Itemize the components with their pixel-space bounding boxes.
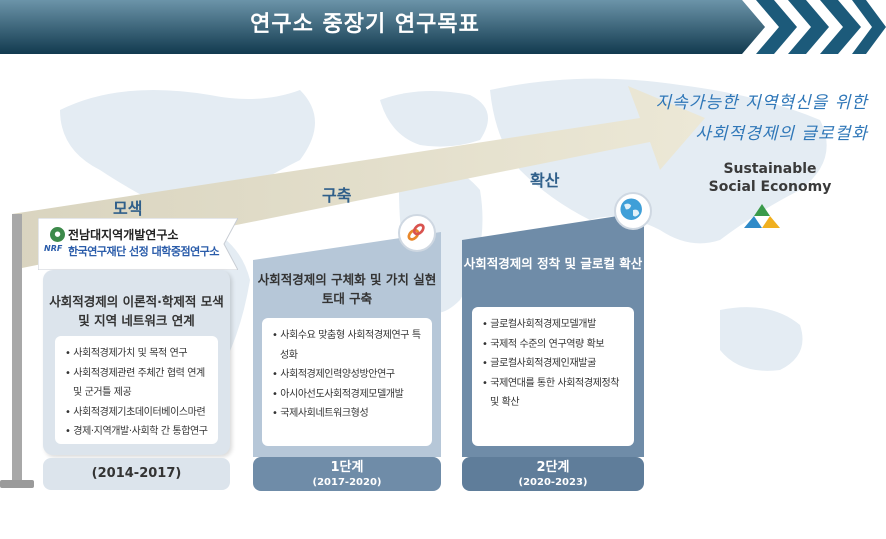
stage-label-explore: 모색	[113, 199, 143, 218]
period-box-explore: (2014-2017)	[43, 458, 230, 490]
header-banner	[0, 0, 886, 54]
list-item: 사회적경제관련 주체간 협력 연계 및 군거틀 제공	[63, 364, 212, 403]
institute-name: 전남대지역개발연구소	[68, 228, 179, 242]
list-item: 경제·지역개발·사회학 간 통합연구	[63, 422, 212, 442]
stage-items-build: 사회수요 맞춤형 사회적경제연구 특성화 사회적경제인력양성방안연구 아시아선도…	[262, 318, 432, 446]
period-box-spread: 2단계 (2020-2023)	[462, 457, 644, 491]
period-box-build: 1단계 (2017-2020)	[253, 457, 441, 491]
stage-title-spread: 사회적경제의 정착 및 글로컬 확산	[463, 256, 643, 271]
list-item: 아시아선도사회적경제모델개발	[270, 385, 426, 405]
period-label: (2014-2017)	[91, 466, 182, 481]
period-years: (2020-2023)	[518, 477, 588, 488]
stage-card-explore: 사회적경제의 이론적·학제적 모색 및 지역 네트워크 연계 사회적경제가치 및…	[43, 270, 230, 455]
list-item: 사회적경제인력양성방안연구	[270, 365, 426, 385]
globe-icon	[614, 192, 652, 230]
stage-title-build: 사회적경제의 구체화 및 가치 실현 토대 구축	[257, 272, 437, 306]
period-label: 1단계	[330, 460, 364, 475]
stage-label-build: 구축	[322, 186, 352, 205]
chain-link-icon	[398, 214, 436, 252]
sse-line-1: Sustainable	[723, 161, 817, 177]
list-item: 사회적경제기초데이터베이스마련	[63, 403, 212, 423]
period-label: 2단계	[536, 460, 570, 475]
nrf-logo: NRF	[44, 244, 63, 253]
list-item: 국제연대를 통한 사회적경제정착 및 확산	[480, 374, 628, 413]
sse-line-2: Social Economy	[708, 179, 832, 195]
stage-items-spread: 글로컬사회적경제모델개발 국제적 수준의 연구역량 확보 글로컬사회적경제인재발…	[472, 307, 634, 446]
institute-flag	[38, 218, 238, 270]
page-title: 연구소 중장기 연구목표	[250, 12, 480, 37]
list-item: 글로컬사회적경제모델개발	[480, 315, 628, 335]
stage-items-explore: 사회적경제가치 및 목적 연구 사회적경제관련 주체간 협력 연계 및 군거틀 …	[55, 336, 218, 444]
list-item: 사회수요 맞춤형 사회적경제연구 특성화	[270, 326, 426, 365]
sustainable-social-economy-logo: Sustainable Social Economy	[700, 160, 840, 196]
slogan-line-1: 지속가능한 지역혁신을 위한	[655, 93, 868, 113]
list-item: 국제적 수준의 연구역량 확보	[480, 335, 628, 355]
recycle-triangle-icon	[744, 204, 780, 228]
stage-title-explore: 사회적경제의 이론적·학제적 모색 및 지역 네트워크 연계	[49, 294, 224, 328]
period-years: (2017-2020)	[312, 477, 382, 488]
slogan-line-2: 사회적경제의 글로컬화	[695, 124, 868, 144]
list-item: 국제사회네트워크형성	[270, 404, 426, 424]
stage-label-spread: 확산	[530, 171, 560, 190]
cnu-logo-icon: ●	[50, 227, 65, 242]
institute-designation: 한국연구재단 선정 대학중점연구소	[68, 245, 219, 258]
list-item: 사회적경제가치 및 목적 연구	[63, 344, 212, 364]
list-item: 글로컬사회적경제인재발굴	[480, 354, 628, 374]
